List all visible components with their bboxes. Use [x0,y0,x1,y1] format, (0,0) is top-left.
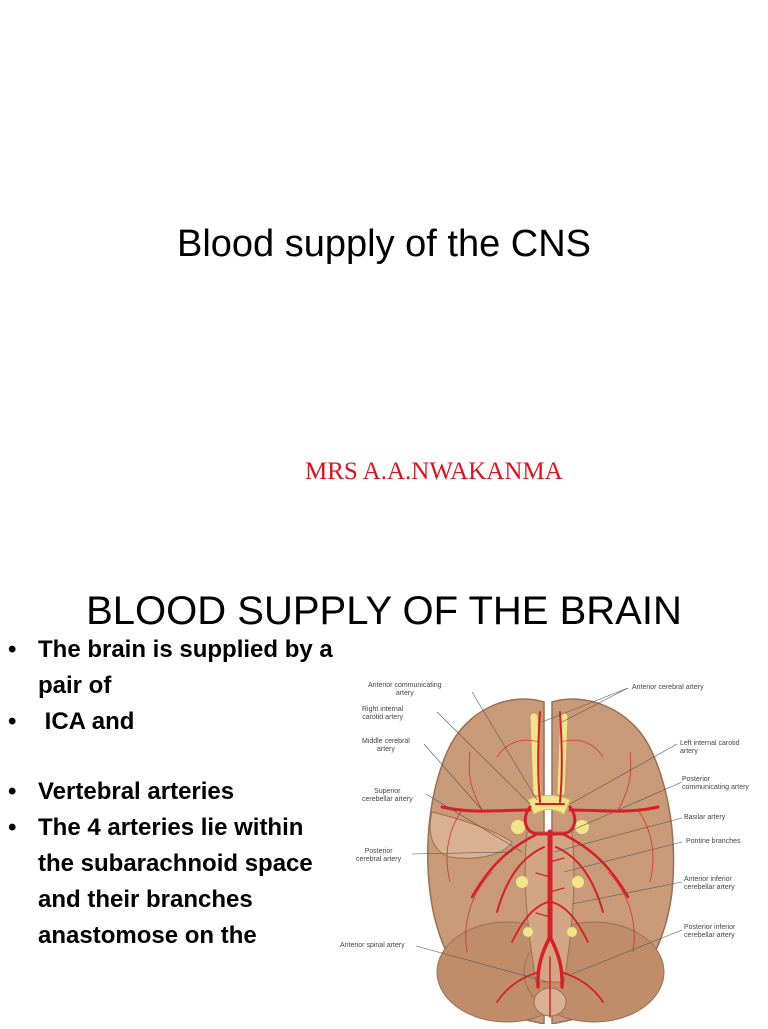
brain-base-illustration [411,687,683,1025]
bullet-item: •Vertebral arteries [8,774,340,810]
label-pontine: Pontine branches [686,838,741,845]
content-slide: BLOOD SUPPLY OF THE BRAIN •The brain is … [0,576,768,1025]
bullet-list: •The brain is supplied by a pair of • IC… [8,632,340,954]
label-basilar: Basilar artery [684,814,726,821]
bullet-item: • ICA and [8,704,340,740]
bullet-item: •The brain is supplied by a pair of [8,632,340,704]
title-slide: Blood supply of the CNS MRS A.A.NWAKANMA [176,223,591,485]
slide-heading: BLOOD SUPPLY OF THE BRAIN [86,589,682,633]
bullet-icon: • [8,814,17,841]
author-name: MRS A.A.NWAKANMA [305,458,563,485]
label-anterior-spinal: Anterior spinal artery [340,942,405,949]
label-anterior-cerebral: Anterior cerebral artery [632,684,704,691]
temporal-lobe [429,811,513,859]
bullet-icon: • [8,636,17,663]
bullet-item: •The 4 arteries lie within the subarachn… [8,810,340,954]
bullet-icon: • [8,778,17,805]
olfactory-tract-left [530,713,541,796]
bullet-icon: • [8,708,17,735]
slide-title: Blood supply of the CNS [176,223,591,265]
